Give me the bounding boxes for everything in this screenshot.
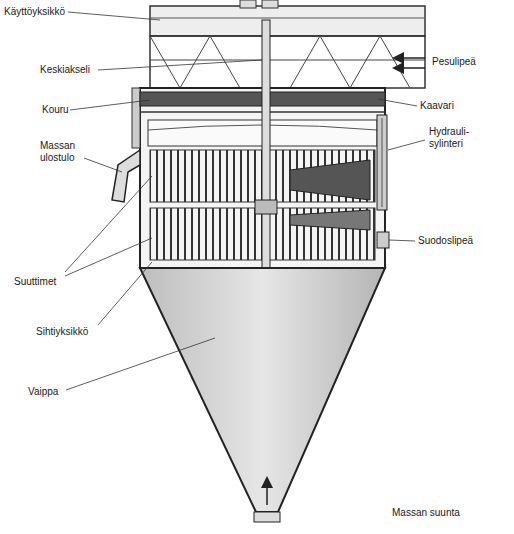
part-label: Massan suunta <box>392 507 460 519</box>
part-label: Kouru <box>42 104 69 116</box>
part-label: Suodoslipeä <box>418 235 473 247</box>
part-label: Kaavari <box>420 100 454 112</box>
part-label: Vaippa <box>28 386 58 398</box>
part-label: Massan ulostulo <box>40 140 90 164</box>
part-label: Suuttimet <box>14 276 56 288</box>
part-label: Käyttöyksikkö <box>4 6 65 18</box>
part-label: Hydrauli- sylinteri <box>429 126 485 150</box>
part-label: Keskiakseli <box>40 64 90 76</box>
part-label: Pesulipeä <box>432 56 476 68</box>
part-label: Sihtiyksikkö <box>36 326 88 338</box>
